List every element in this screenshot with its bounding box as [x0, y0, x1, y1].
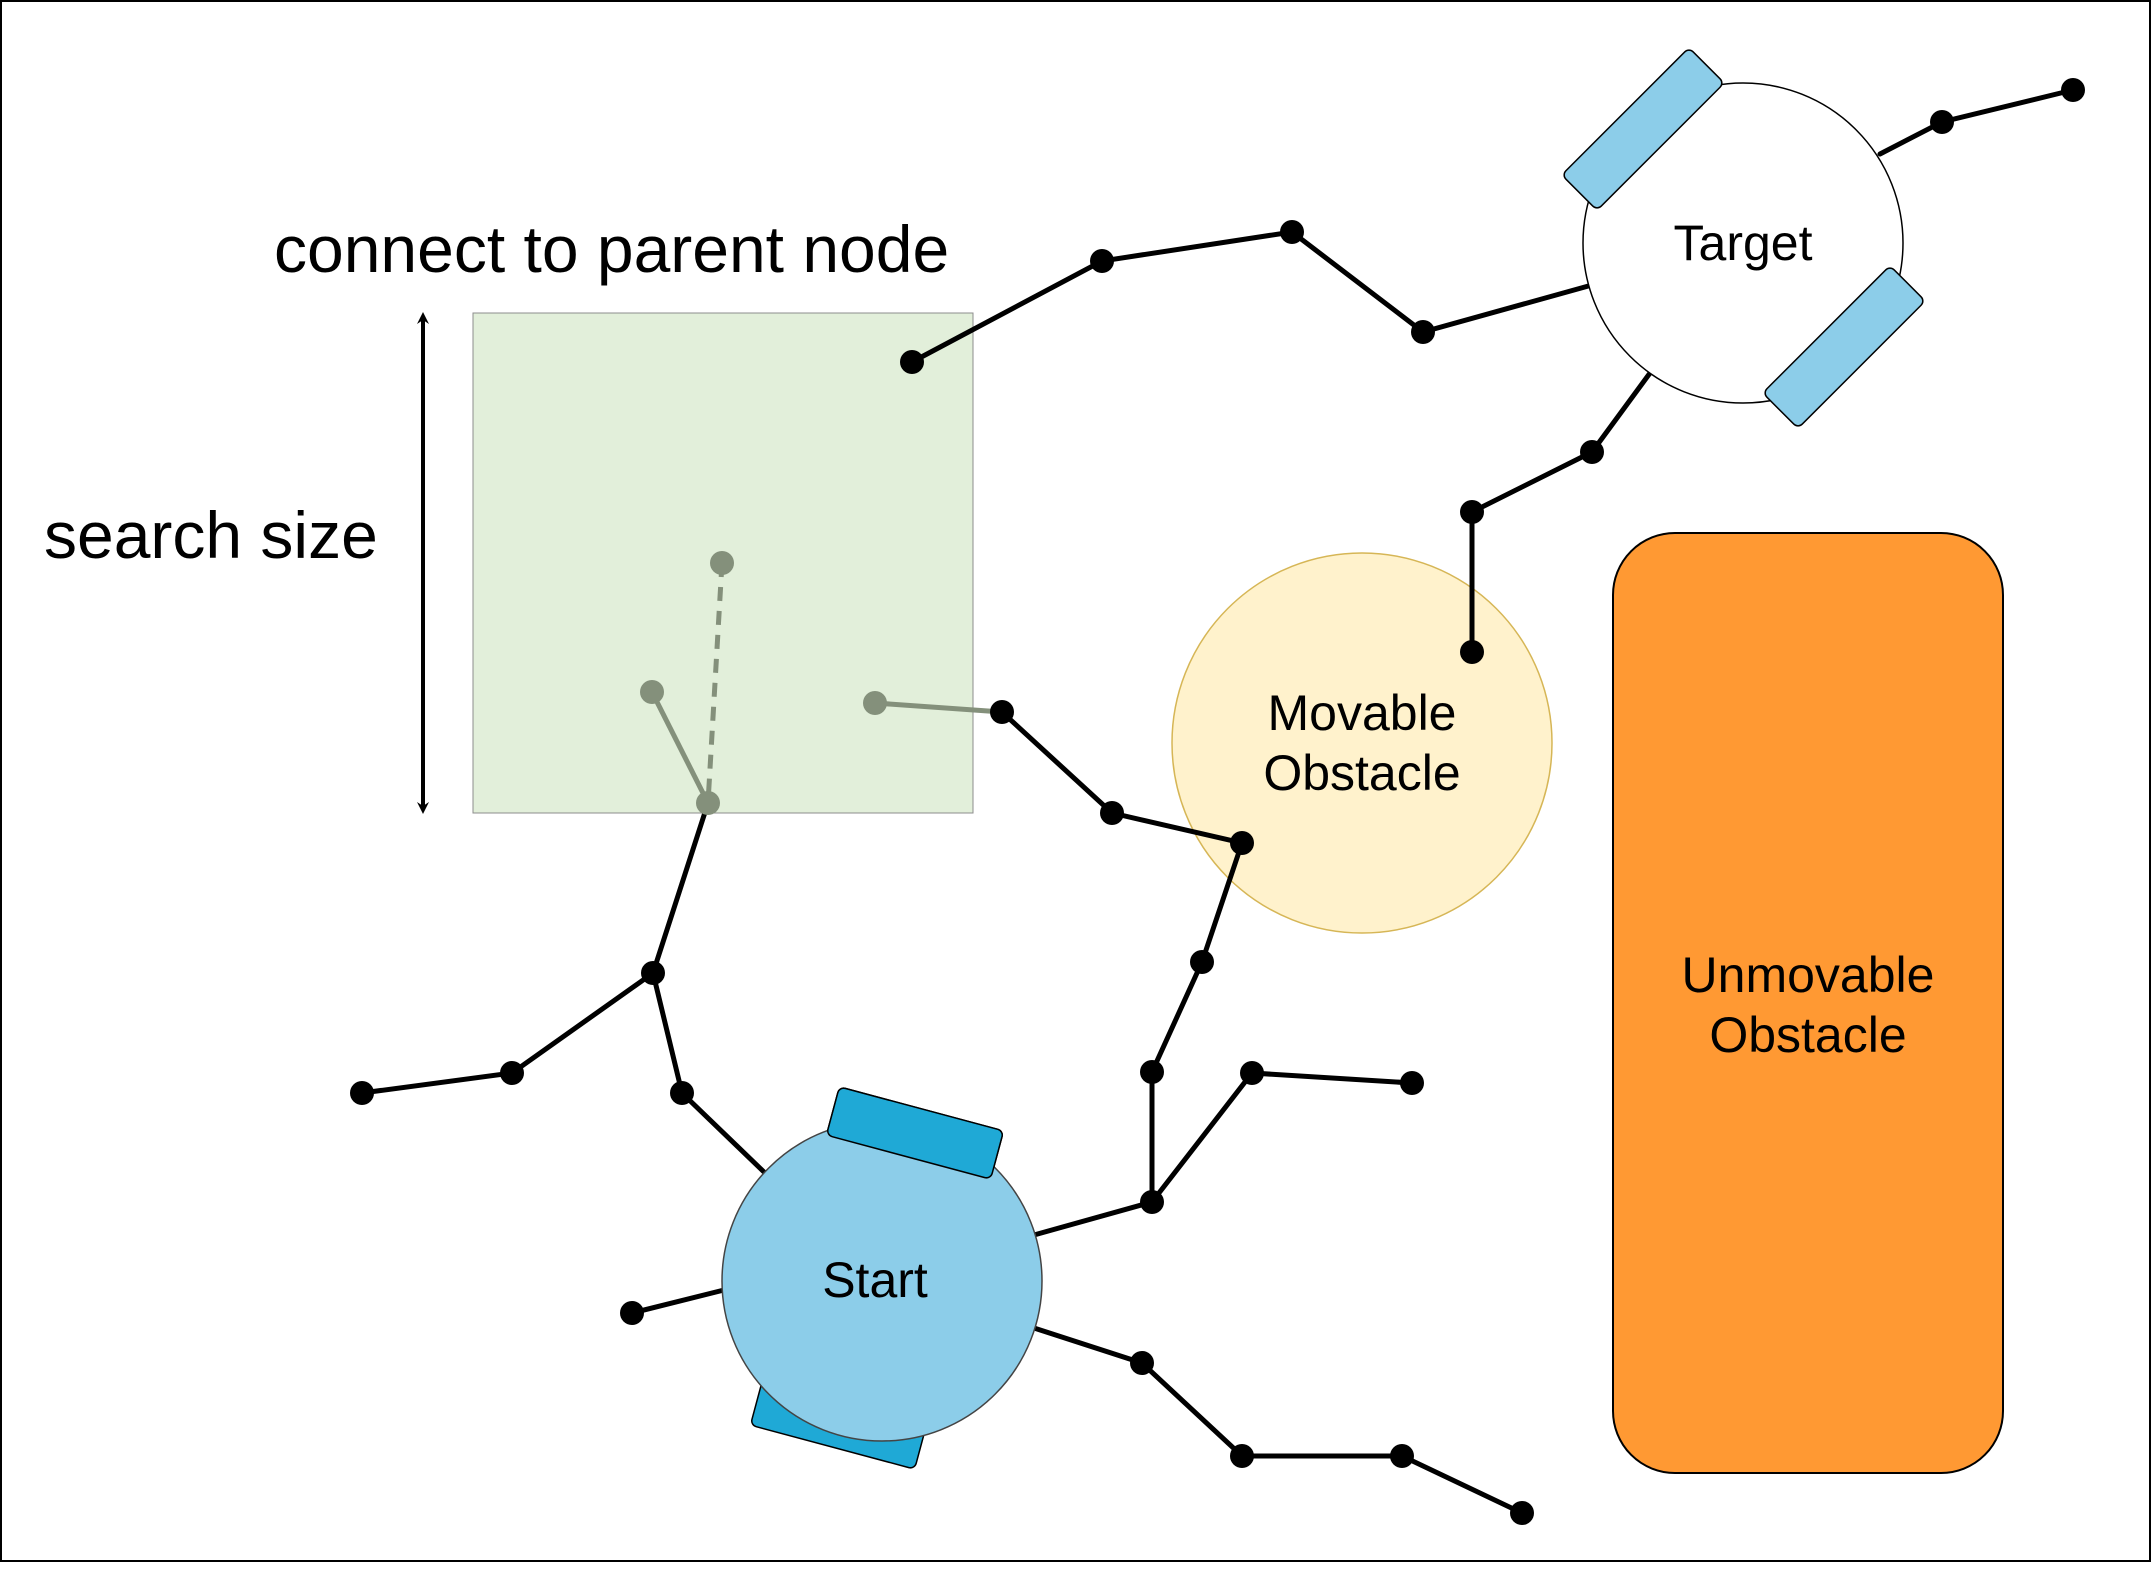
- tree-branch-target-right: [1877, 87, 2076, 157]
- search-size-label: search size: [44, 498, 378, 572]
- movable-obstacle-label-line1: Movable: [1268, 685, 1457, 741]
- tree-node: [1400, 1071, 1424, 1095]
- search-node: [710, 551, 734, 575]
- tree-node: [2061, 78, 2085, 102]
- search-node: [640, 680, 664, 704]
- tree-node: [1230, 831, 1254, 855]
- start-label: Start: [822, 1252, 928, 1308]
- search-edge-right: [874, 700, 1003, 715]
- tree-branch-upper: [909, 229, 1595, 365]
- tree-node: [1930, 110, 1954, 134]
- tree-node: [1190, 950, 1214, 974]
- tree-node: [1130, 1351, 1154, 1375]
- tree-node: [900, 350, 924, 374]
- movable-obstacle-label-line2: Obstacle: [1263, 745, 1460, 801]
- tree-nodes: [350, 78, 2085, 1525]
- tree-node: [1140, 1060, 1164, 1084]
- search-node: [863, 691, 887, 715]
- tree-node: [1411, 320, 1435, 344]
- tree-node: [620, 1301, 644, 1325]
- tree-node: [1090, 249, 1114, 273]
- target-label: Target: [1674, 215, 1813, 271]
- tree-node: [1230, 1444, 1254, 1468]
- target-robot-wheel-bottom: [1764, 267, 1924, 427]
- tree-branch-start-lower: [1031, 1325, 1525, 1516]
- tree-node: [1100, 801, 1124, 825]
- unmovable-obstacle-label-line1: Unmovable: [1682, 947, 1935, 1003]
- tree-node: [1510, 1501, 1534, 1525]
- start-robot: Start: [721, 1087, 1043, 1469]
- unmovable-obstacle: Unmovable Obstacle: [1612, 532, 2004, 1474]
- tree-node: [500, 1061, 524, 1085]
- tree-branch-start-left: [629, 1287, 727, 1316]
- tree-node: [1460, 500, 1484, 524]
- tree-branch-start-right: [1031, 1070, 1415, 1238]
- tree-node: [1280, 220, 1304, 244]
- unmovable-obstacle-label-line2: Obstacle: [1709, 1007, 1906, 1063]
- movable-obstacle: Movable Obstacle: [1171, 552, 1553, 934]
- tree-node: [1240, 1061, 1264, 1085]
- tree-node: [641, 961, 665, 985]
- search-node-parent: [696, 791, 720, 815]
- connect-to-parent-label: connect to parent node: [274, 212, 949, 286]
- search-region: [472, 312, 974, 814]
- tree-node: [1580, 440, 1604, 464]
- tree-node: [1460, 640, 1484, 664]
- tree-node: [670, 1081, 694, 1105]
- tree-branch-start-up: [650, 800, 767, 1175]
- search-edge-dashed-candidate: [705, 562, 725, 804]
- tree-node: [990, 700, 1014, 724]
- search-connections: [649, 562, 1003, 805]
- target-robot-wheel-top: [1563, 49, 1723, 209]
- search-edge-left: [649, 690, 711, 805]
- search-nodes: [640, 551, 887, 815]
- tree-node: [350, 1081, 374, 1105]
- tree-node: [1390, 1444, 1414, 1468]
- target-robot: Target: [1563, 49, 1924, 427]
- tree-branch-middle: [999, 709, 1246, 1205]
- tree-branch-movable: [1469, 370, 1653, 655]
- tree-node: [1140, 1190, 1164, 1214]
